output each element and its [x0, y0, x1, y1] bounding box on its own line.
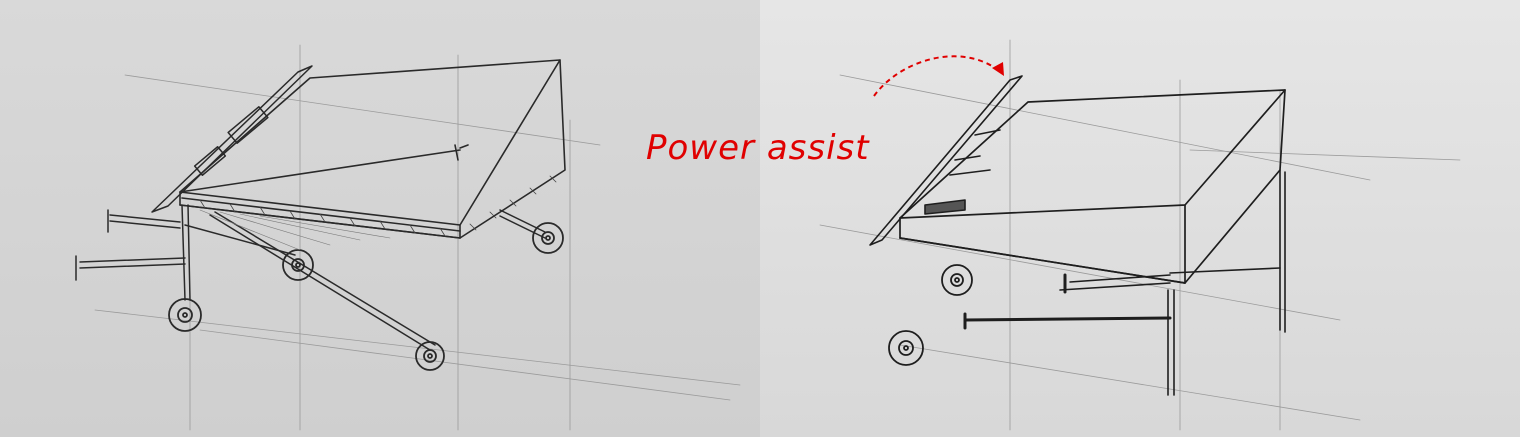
sketch-left-panel [0, 0, 760, 437]
left-wheels [168, 222, 564, 371]
right-sketch-drawing [819, 39, 1461, 431]
left-edge-hatch [199, 175, 557, 237]
right-legs [963, 169, 1286, 396]
left-pen-rail [151, 65, 313, 213]
sketch-right-panel [760, 0, 1520, 437]
construction-lines [94, 44, 741, 431]
right-wheels [888, 264, 973, 366]
right-construction-lines [819, 39, 1461, 431]
right-pen-rail [869, 75, 1023, 246]
left-legs [75, 204, 546, 351]
left-shading [199, 209, 391, 251]
left-sketch-drawing [75, 44, 741, 431]
power-assist-label: Power assist [646, 128, 870, 168]
